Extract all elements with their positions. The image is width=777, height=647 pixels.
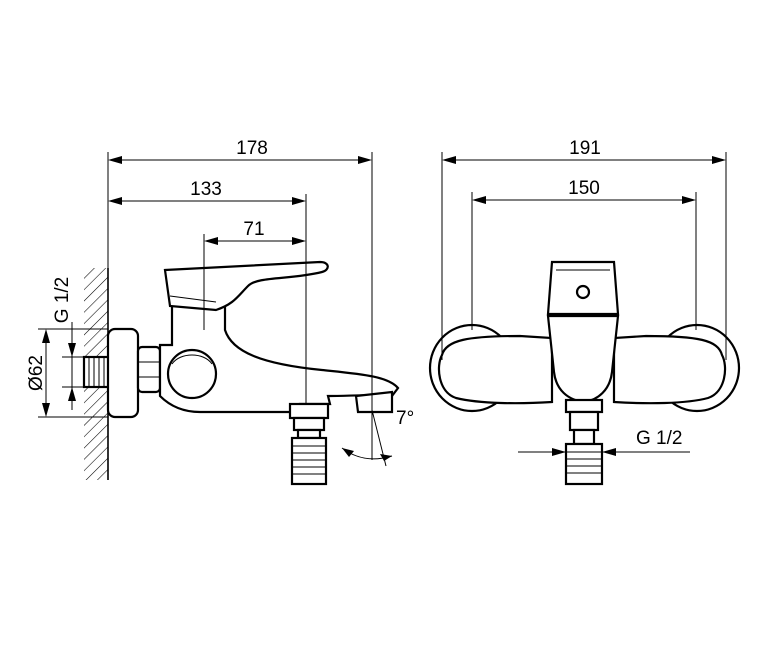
front-outlet-connector	[564, 398, 604, 486]
front-view: 191 150 G 1/2	[428, 138, 741, 486]
dim-d62-label: Ø62	[26, 355, 47, 391]
dimension-outlet-offset: 71	[203, 219, 306, 330]
faucet-body	[158, 300, 400, 414]
lever-handle	[163, 260, 329, 312]
diverter-knob	[166, 348, 218, 400]
left-body-arm	[437, 334, 554, 405]
dim-191-label: 191	[569, 138, 601, 159]
side-view: 178 133 71 G 1/2	[26, 138, 414, 486]
dimension-overall-width: 178	[107, 138, 373, 460]
dimension-spout-angle: 7°	[341, 408, 414, 467]
spout-tip	[354, 390, 394, 414]
wall-rosette	[106, 327, 140, 419]
front-central-body	[546, 314, 620, 404]
dimension-rosette-diameter: Ø62	[26, 328, 108, 418]
right-body-arm	[612, 334, 727, 405]
dimension-body-width: 133	[108, 179, 307, 404]
dimension-connection-spacing: 150	[471, 178, 697, 330]
dimension-front-overall: 191	[441, 138, 727, 360]
dim-133-label: 133	[190, 179, 222, 200]
dim-g12-front-label: G 1/2	[636, 428, 682, 449]
dim-150-label: 150	[568, 178, 600, 199]
dimension-wall-thread: G 1/2	[52, 277, 84, 410]
dimension-outlet-thread: G 1/2	[518, 428, 690, 462]
eccentric-nut	[136, 345, 162, 394]
dim-178-label: 178	[236, 138, 268, 159]
wall-thread	[82, 355, 112, 389]
shower-outlet-connector	[288, 402, 330, 486]
dim-g12-side-label: G 1/2	[52, 277, 73, 323]
dim-angle-label: 7°	[396, 408, 414, 429]
dim-71-label: 71	[243, 219, 264, 240]
handle-screw-icon	[575, 284, 591, 300]
